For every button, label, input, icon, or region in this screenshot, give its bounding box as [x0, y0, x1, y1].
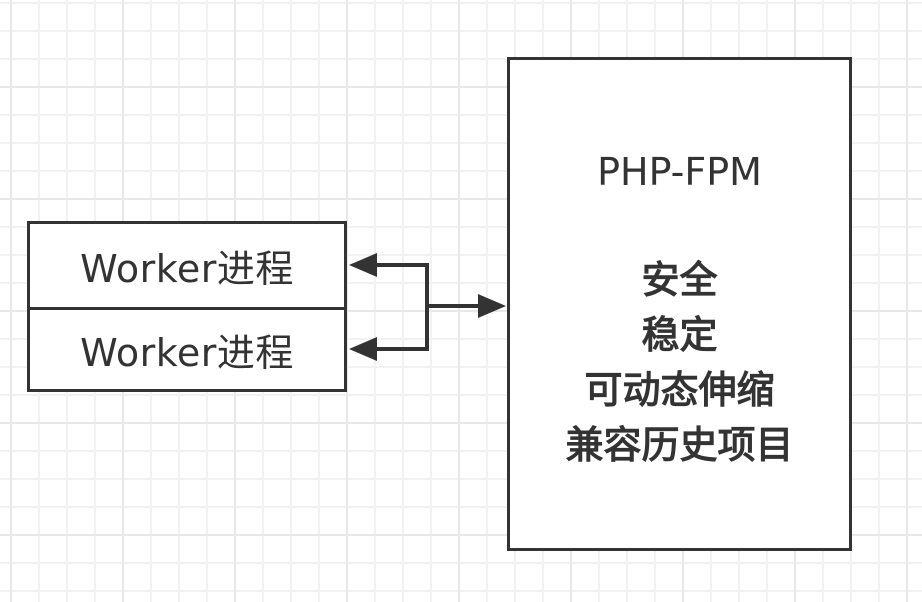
arrowhead-php-fpm [478, 294, 506, 318]
worker-process-1[interactable]: Worker进程 [30, 224, 344, 310]
arrowhead-worker-2 [349, 337, 377, 361]
connector-to-worker-2[interactable] [372, 306, 429, 351]
worker-process-1-label: Worker进程 [80, 247, 294, 291]
feature-secure: 安全 [641, 258, 718, 302]
worker-group-box[interactable]: Worker进程 Worker进程 [27, 221, 347, 392]
feature-stable: 稳定 [641, 313, 718, 357]
php-fpm-title: PHP-FPM [597, 150, 762, 194]
connector-to-worker-1[interactable] [372, 263, 429, 306]
feature-legacy-compatible: 兼容历史项目 [565, 423, 794, 467]
arrowhead-worker-1 [349, 253, 377, 277]
php-fpm-box[interactable]: PHP-FPM 安全 稳定 可动态伸缩 兼容历史项目 [507, 57, 852, 551]
worker-process-2-label: Worker进程 [80, 331, 294, 375]
feature-dynamic-scaling: 可动态伸缩 [584, 368, 775, 412]
php-fpm-features: 安全 稳定 可动态伸缩 兼容历史项目 [510, 253, 849, 473]
worker-process-2[interactable]: Worker进程 [30, 310, 344, 389]
